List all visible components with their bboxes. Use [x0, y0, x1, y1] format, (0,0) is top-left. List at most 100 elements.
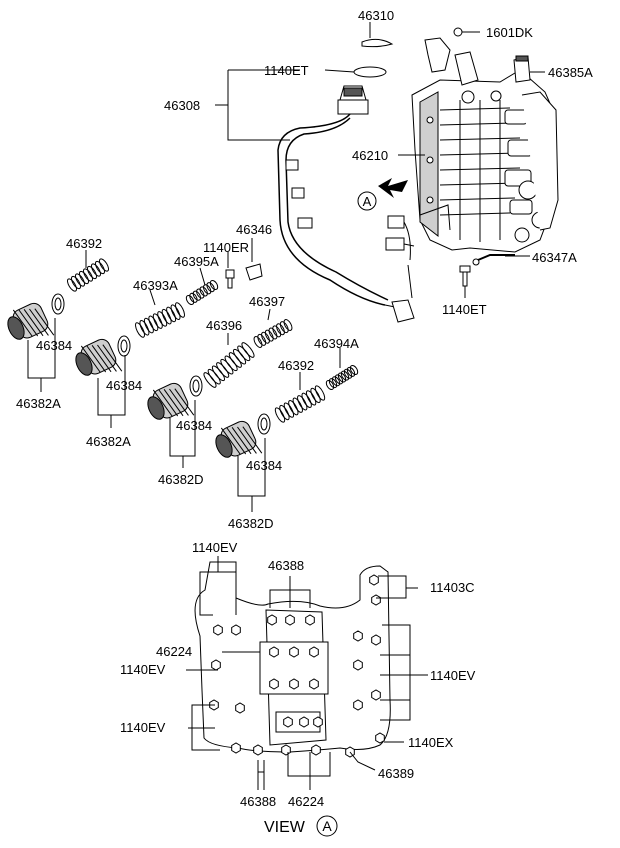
- top-leader-lines: [27, 22, 545, 512]
- bolt-hole: [283, 716, 293, 728]
- bolt-hole: [311, 744, 321, 756]
- wiring-harness: [277, 113, 415, 323]
- label-1140EV-top: 1140EV: [192, 540, 238, 555]
- bolt-hole: [369, 574, 379, 586]
- valve: [7, 302, 55, 340]
- bolt-hole: [253, 744, 263, 756]
- plate-bolt-holes: [209, 574, 385, 758]
- bolt-hole: [269, 646, 279, 658]
- valve: [147, 382, 195, 420]
- label-1140EV-left2: 1140EV: [120, 720, 166, 735]
- bolt-hole: [281, 744, 291, 756]
- label-46346: 46346: [236, 222, 272, 237]
- valve-body-assembly: [411, 37, 559, 266]
- spring: [67, 258, 109, 292]
- label-1140EX: 1140EX: [408, 735, 454, 750]
- label-1140EV-right: 1140EV: [430, 668, 476, 683]
- snap-ring-46310: [361, 38, 394, 48]
- bolt-hole: [371, 594, 381, 606]
- label-46385A: 46385A: [548, 65, 593, 80]
- view-a-callout-circle: [357, 191, 377, 211]
- springs-group: [67, 258, 359, 423]
- view-caption-letter: A: [322, 818, 332, 834]
- bolt-hole: [313, 716, 323, 728]
- bolt-hole: [375, 732, 385, 744]
- bolt-hole: [371, 634, 381, 646]
- washer: [51, 293, 65, 315]
- label-46396: 46396: [206, 318, 242, 333]
- label-1140ET-bottom: 1140ET: [442, 302, 487, 317]
- label-46384-a: 46384: [36, 338, 72, 353]
- view-leader-lines: [186, 556, 428, 790]
- label-46395A: 46395A: [174, 254, 219, 269]
- label-46384-c: 46384: [176, 418, 212, 433]
- spring: [253, 319, 293, 348]
- label-46308: 46308: [164, 98, 200, 113]
- valve: [215, 420, 263, 458]
- view-caption-text: VIEW: [264, 819, 306, 836]
- bolt-1140ER: [225, 269, 235, 289]
- label-46382A-b: 46382A: [86, 434, 131, 449]
- spring: [274, 385, 326, 423]
- label-46392-b: 46392: [278, 358, 314, 373]
- spring: [203, 342, 255, 388]
- label-46224-bottom: 46224: [288, 794, 324, 809]
- view-caption-circle: [316, 815, 338, 837]
- label-46392-a: 46392: [66, 236, 102, 251]
- label-46347A: 46347A: [532, 250, 577, 265]
- bolt-hole: [309, 646, 319, 658]
- label-46393A: 46393A: [133, 278, 178, 293]
- bolt-hole: [353, 630, 363, 642]
- spring: [135, 302, 185, 338]
- washer: [257, 413, 271, 435]
- washer: [117, 335, 131, 357]
- valve: [75, 338, 123, 376]
- bolt-hole: [371, 689, 381, 701]
- label-46388-bottom: 46388: [240, 794, 276, 809]
- label-1140ER: 1140ER: [203, 240, 249, 255]
- label-11403C: 11403C: [430, 580, 475, 595]
- bolt-hole: [289, 678, 299, 690]
- label-1140EV-left1: 1140EV: [120, 662, 166, 677]
- label-46382D-b: 46382D: [228, 516, 274, 531]
- bolt-hole: [353, 699, 363, 711]
- label-46388-top: 46388: [268, 558, 304, 573]
- bolt-hole: [289, 646, 299, 658]
- label-1601DK: 1601DK: [486, 25, 533, 40]
- label-46384-b: 46384: [106, 378, 142, 393]
- spring: [325, 364, 359, 391]
- connector-46308: [337, 85, 369, 115]
- bolt-hole: [267, 614, 277, 626]
- label-46382D-a: 46382D: [158, 472, 204, 487]
- view-a-callout-letter: A: [363, 194, 372, 209]
- washer: [189, 375, 203, 397]
- label-1140ET-top: 1140ET: [264, 63, 309, 78]
- label-46397: 46397: [249, 294, 285, 309]
- label-46310: 46310: [358, 8, 394, 23]
- part-46385A-shape: [513, 55, 531, 83]
- bolt-hole: [299, 716, 309, 728]
- bolt-hole: [285, 614, 295, 626]
- view-arrow: A: [357, 178, 408, 211]
- label-46384-d: 46384: [246, 458, 282, 473]
- bolt-hole: [269, 678, 279, 690]
- label-46394A: 46394A: [314, 336, 359, 351]
- seal-ring-1140ET: [353, 66, 387, 78]
- bolt-hole: [309, 678, 319, 690]
- spring: [185, 279, 219, 306]
- bolt-hole: [353, 659, 363, 671]
- bolt-hole: [231, 742, 241, 754]
- label-46389: 46389: [378, 766, 414, 781]
- label-46382A-a: 46382A: [16, 396, 61, 411]
- valves-group: [7, 293, 271, 458]
- bolt-hole: [213, 624, 223, 636]
- label-46224-left: 46224: [156, 644, 192, 659]
- label-46210: 46210: [352, 148, 388, 163]
- bolt-hole: [305, 614, 315, 626]
- bolt-hole: [231, 624, 241, 636]
- bolt-1140ET: [459, 265, 471, 287]
- bolt-hole: [235, 702, 245, 714]
- clip-46346: [245, 263, 263, 281]
